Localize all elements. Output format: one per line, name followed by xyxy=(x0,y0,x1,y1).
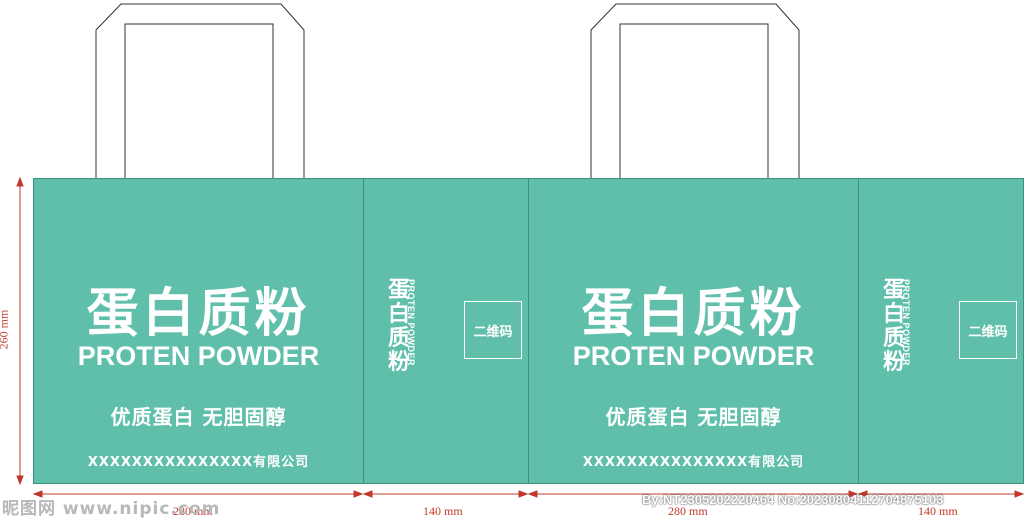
dimension-front-width: 280 mm xyxy=(668,504,708,518)
bag-side-panel: 蛋 白 质 粉 PROTEN POWDER 二维码 xyxy=(858,178,1024,484)
side-char: 粉 xyxy=(882,350,905,375)
company-name: XXXXXXXXXXXXXXX有限公司 xyxy=(582,455,805,470)
watermark-left: 昵图网 www.nipic.com xyxy=(2,499,221,519)
side-char: 粉 xyxy=(387,350,410,375)
side-title-zh: 蛋 白 质 粉 xyxy=(384,279,414,375)
title-zh: 蛋白质粉 xyxy=(86,284,311,344)
side-title-en: PROTEN POWDER xyxy=(901,279,911,367)
title-en: PROTEN POWDER xyxy=(77,341,320,371)
side-title-zh: 蛋 白 质 粉 xyxy=(879,279,909,375)
dimension-side-width: 140 mm xyxy=(423,504,463,518)
slogan: 优质蛋白 无胆固醇 xyxy=(605,405,782,429)
bag-side-panel: 蛋 白 质 粉 PROTEN POWDER 二维码 xyxy=(363,178,529,484)
side-char: 蛋 xyxy=(387,278,410,303)
dimension-front-width: 280 mm xyxy=(173,504,213,518)
dimension-height: 260 mm xyxy=(0,309,11,350)
side-char: 蛋 xyxy=(882,278,905,303)
dimension-side-width: 140 mm xyxy=(918,504,958,518)
side-char: 质 xyxy=(882,326,905,351)
title-zh: 蛋白质粉 xyxy=(581,284,806,344)
side-char: 白 xyxy=(882,302,905,327)
qr-code-placeholder: 二维码 xyxy=(959,301,1017,359)
side-char: 质 xyxy=(387,326,410,351)
watermark-right: By:NT2305202220464 No:202308041127048751… xyxy=(642,492,944,507)
qr-code-placeholder: 二维码 xyxy=(464,301,522,359)
title-en: PROTEN POWDER xyxy=(572,341,815,371)
company-name: XXXXXXXXXXXXXXX有限公司 xyxy=(87,455,310,470)
bag-front-panel: 蛋白质粉 PROTEN POWDER 优质蛋白 无胆固醇 XXXXXXXXXXX… xyxy=(33,178,364,484)
bag-front-panel: 蛋白质粉 PROTEN POWDER 优质蛋白 无胆固醇 XXXXXXXXXXX… xyxy=(528,178,859,484)
side-title-en: PROTEN POWDER xyxy=(406,279,416,367)
side-char: 白 xyxy=(387,302,410,327)
slogan: 优质蛋白 无胆固醇 xyxy=(110,405,287,429)
